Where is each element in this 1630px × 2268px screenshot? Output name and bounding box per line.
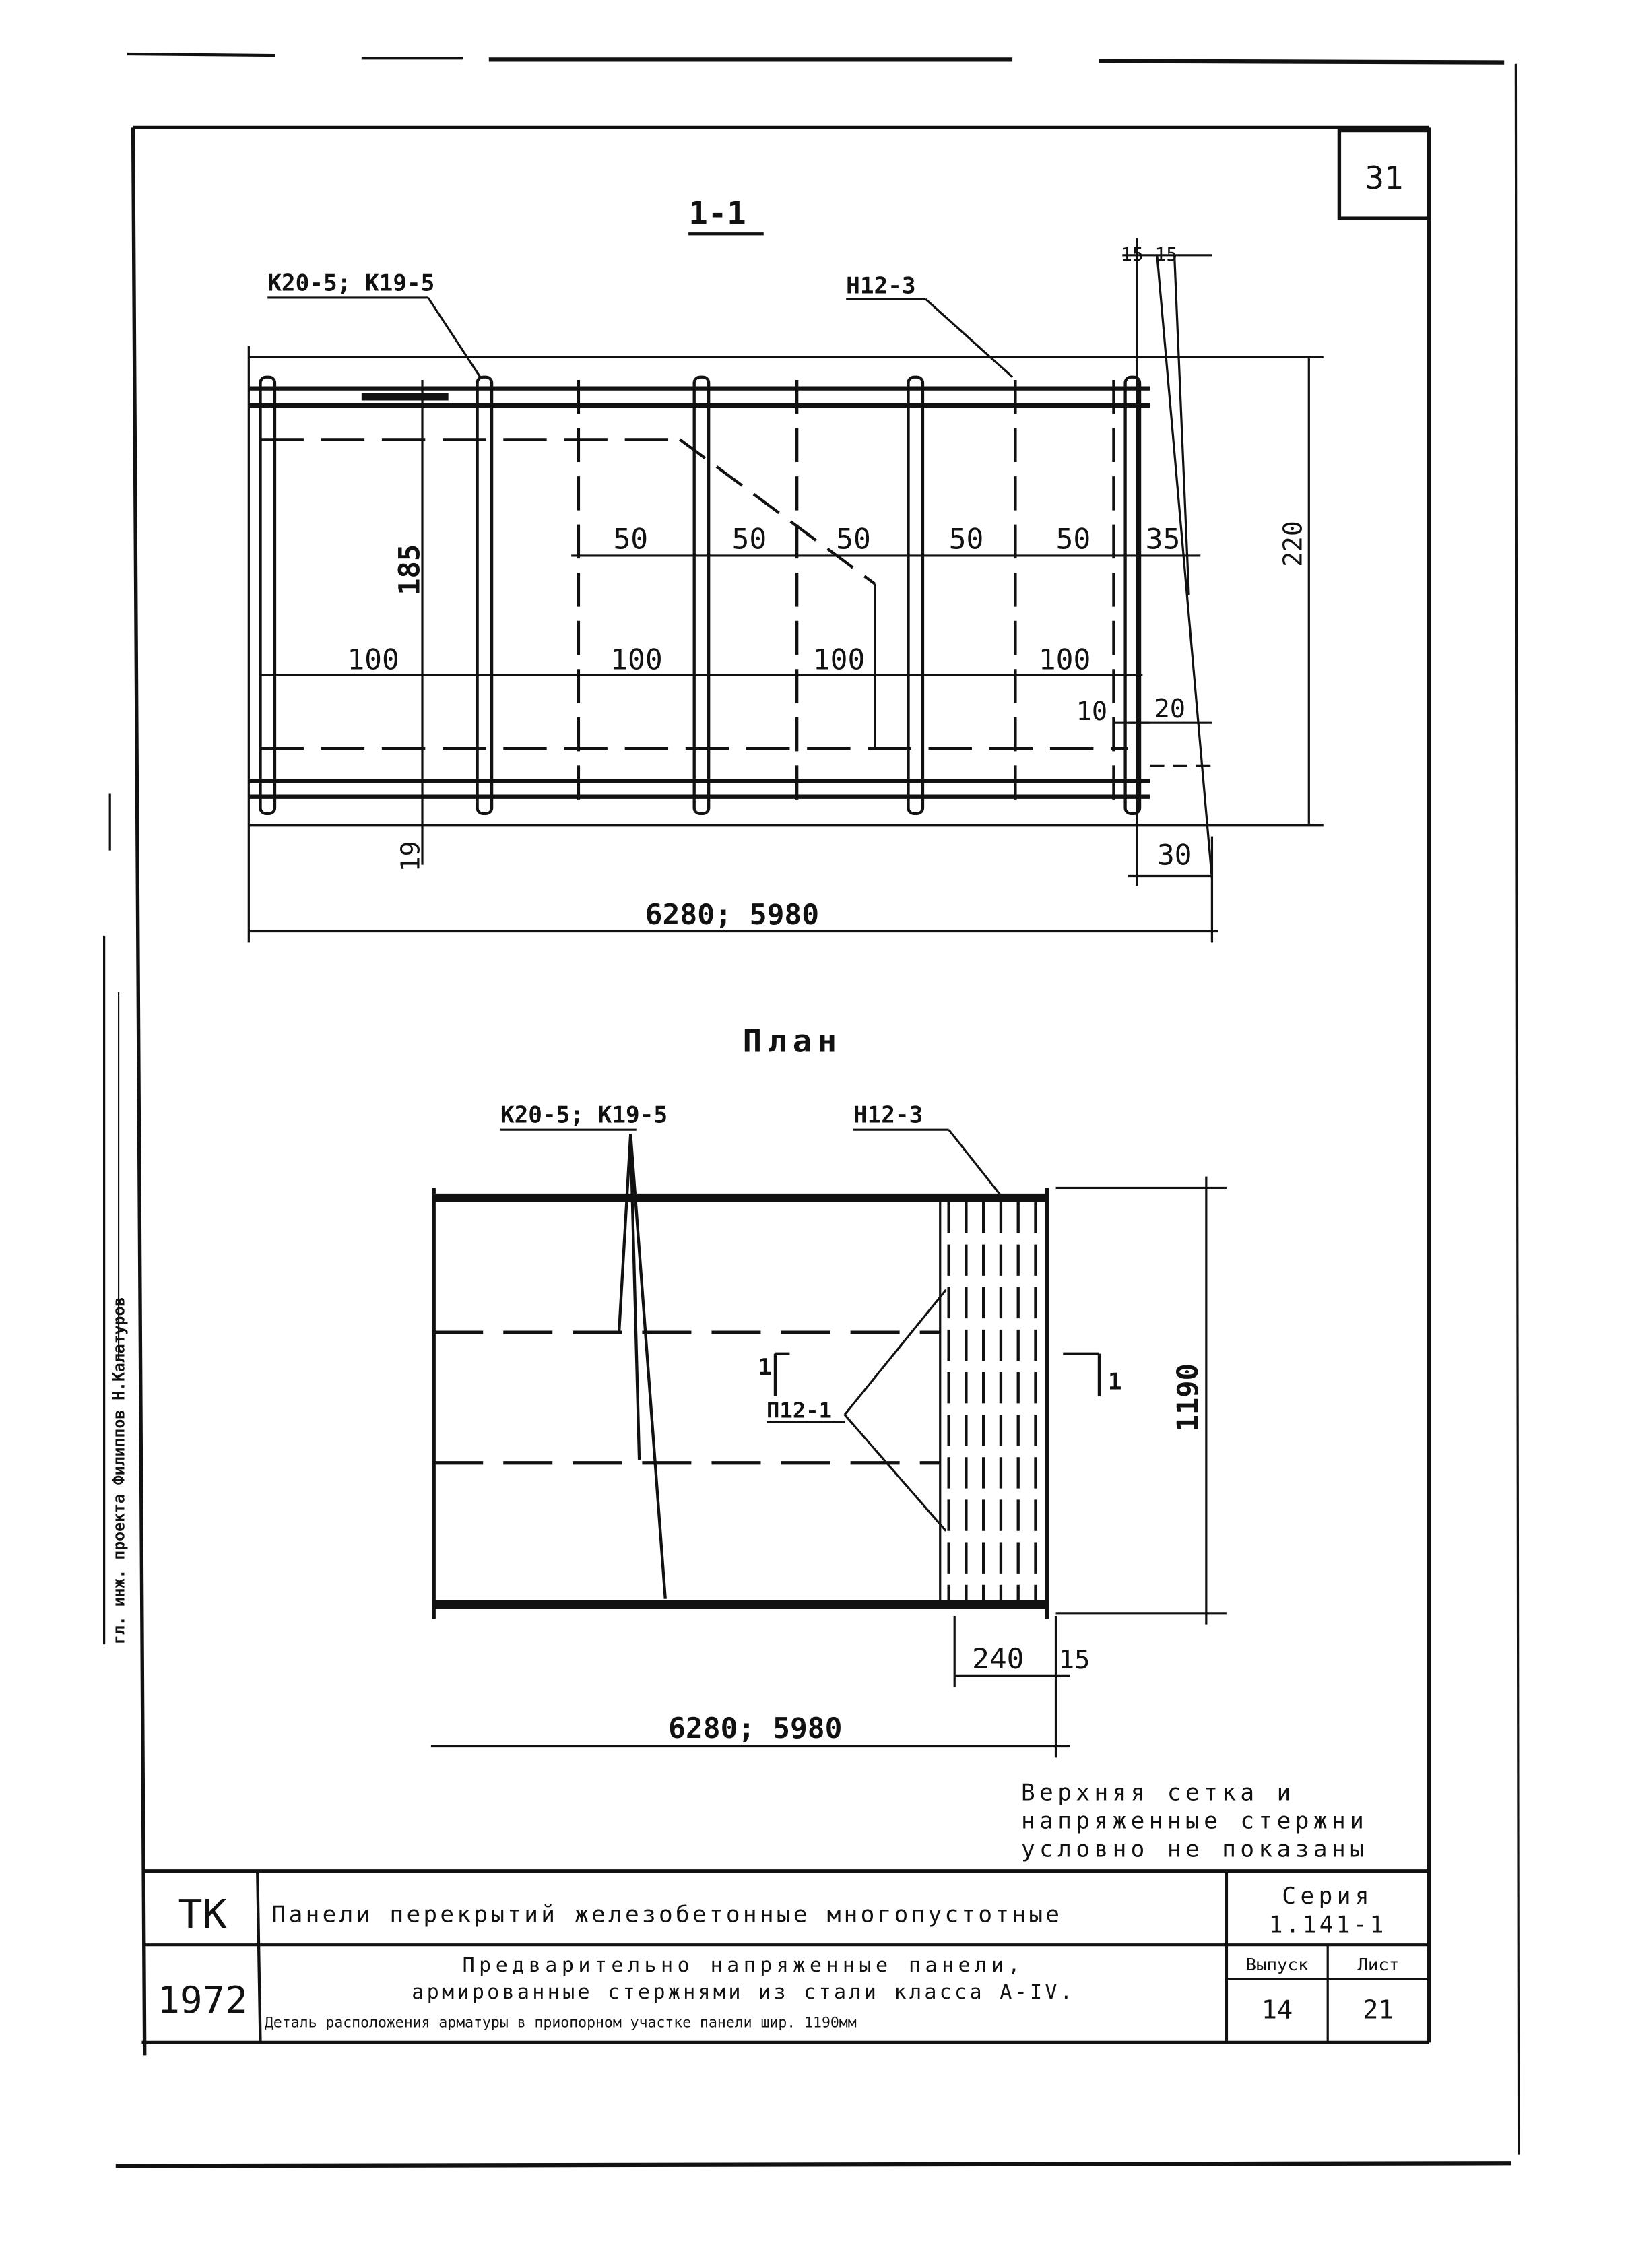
plan-dim-1190: 1190 <box>1172 1363 1205 1431</box>
dim-30: 30 <box>1157 839 1192 872</box>
series-value: 1.141-1 <box>1269 1912 1387 1939</box>
sheet-value: 21 <box>1363 1995 1394 2026</box>
plan-total-length: 6280; 5980 <box>668 1712 842 1745</box>
plan-callout-right: Н12-3 <box>853 1102 923 1129</box>
subtitle-1: Предварительно напряженные панели, <box>463 1953 1024 1977</box>
plan-section-mark: 1 <box>758 1355 772 1382</box>
section-title: 1-1 <box>688 196 746 232</box>
doc-title: Панели перекрытий железобетонные многопу… <box>272 1902 1063 1929</box>
org-code: ТК <box>178 1891 227 1937</box>
dim-100-3: 100 <box>813 644 866 677</box>
dim-100-2: 100 <box>610 644 663 677</box>
subtitle-3: Деталь расположения арматуры в приопорно… <box>265 2014 857 2031</box>
dim-50-5: 50 <box>1056 523 1091 556</box>
dim-10: 10 <box>1076 696 1108 727</box>
dim-19: 19 <box>395 841 426 872</box>
subtitle-2: армированные стержнями из стали класса А… <box>412 1980 1075 2004</box>
sheet-frame <box>102 125 1431 2056</box>
plan-callout-left: К20-5; К19-5 <box>500 1102 667 1129</box>
scan-edges <box>115 52 1520 2168</box>
dim-35: 35 <box>1146 523 1181 556</box>
section-total-length: 6280; 5980 <box>645 899 819 932</box>
plan-callout-mid: П12-1 <box>767 1398 832 1423</box>
side-stamp: гл. инж. проекта Филиппов Н.Калатуров <box>109 1297 128 1644</box>
dim-100-4: 100 <box>1039 644 1091 677</box>
note: Верхняя сетка и напряженные стержни усло… <box>1021 1780 1368 1863</box>
issue-label: Выпуск <box>1246 1955 1309 1975</box>
plan-view: План К20-5; К19-5 Н12-3 <box>430 1024 1227 1758</box>
dim-50-3: 50 <box>836 523 871 556</box>
spacing-50-labels: 50 50 50 50 50 35 <box>613 523 1180 556</box>
dim-50-4: 50 <box>949 523 984 556</box>
series-label: Серия <box>1282 1883 1373 1910</box>
plan-dim-15: 15 <box>1059 1645 1090 1675</box>
year: 1972 <box>157 1980 247 2022</box>
sheet-number: 31 <box>1365 160 1404 196</box>
plan-dim-240: 240 <box>972 1643 1024 1676</box>
dim-50-2: 50 <box>732 523 767 556</box>
section-callout-right: Н12-3 <box>846 273 915 300</box>
plan-section-mark-right: 1 <box>1108 1369 1122 1396</box>
plan-title: План <box>743 1024 843 1060</box>
section-callout-left: К20-5; К19-5 <box>267 270 434 297</box>
note-line-2: напряженные стержни <box>1021 1808 1368 1835</box>
sheet-label: Лист <box>1357 1955 1399 1975</box>
dim-15-15: 15 15 <box>1121 243 1177 265</box>
note-line-3: условно не показаны <box>1021 1836 1368 1863</box>
dim-100-1: 100 <box>347 644 399 677</box>
dim-50-1: 50 <box>613 523 648 556</box>
title-block: ТК 1972 Панели перекрытий железобетонные… <box>157 1883 1399 2031</box>
dim-20: 20 <box>1154 694 1186 724</box>
dim-220: 220 <box>1278 521 1308 566</box>
issue-value: 14 <box>1262 1995 1293 2026</box>
dim-185: 185 <box>393 544 426 595</box>
note-line-1: Верхняя сетка и <box>1021 1780 1295 1807</box>
spacing-100-labels: 100 100 100 100 <box>347 644 1090 677</box>
section-1-1: 1-1 К20-5; К19-5 Н12-3 <box>247 196 1324 943</box>
